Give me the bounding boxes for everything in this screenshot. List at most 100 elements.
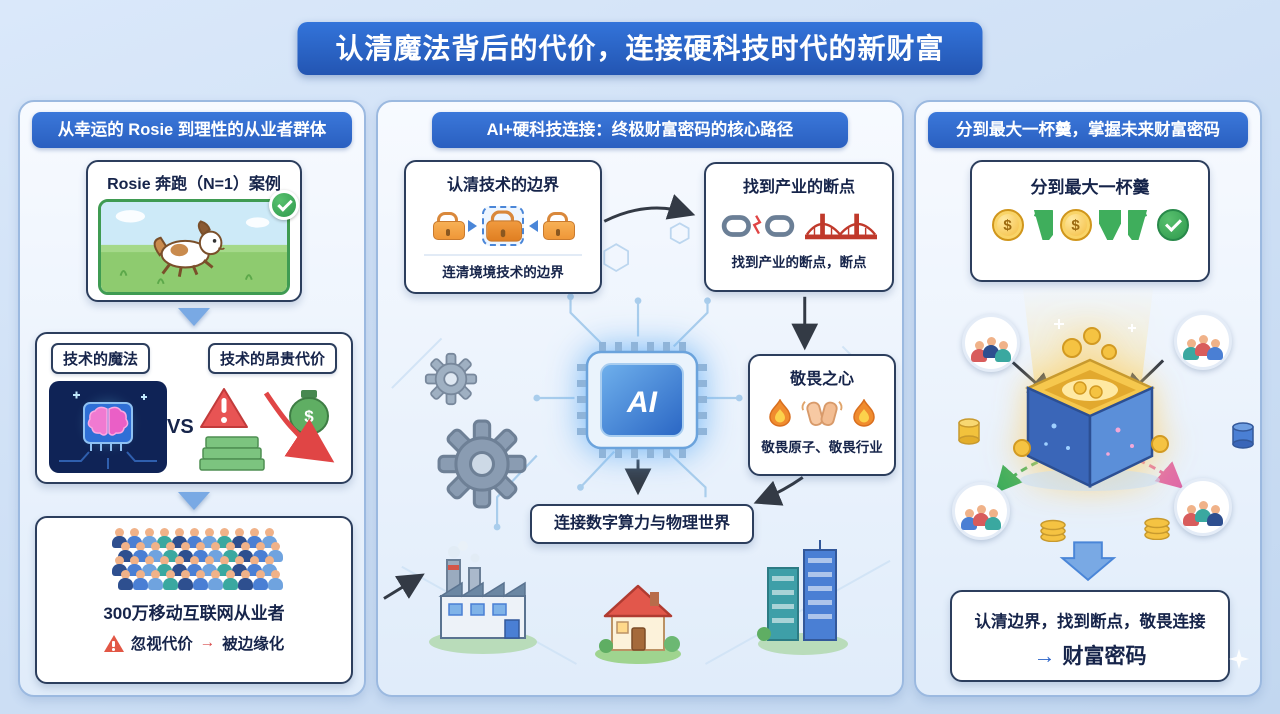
warning-icon — [103, 634, 124, 652]
coin-stack-icon — [1038, 518, 1068, 542]
green-arrow-icon — [1127, 210, 1150, 240]
house-icon — [592, 572, 684, 664]
vs-card-body: VS $ — [37, 374, 351, 473]
coin-icon: $ — [1059, 209, 1092, 241]
divider — [424, 254, 582, 256]
ai-chip-label: AI — [626, 386, 658, 419]
factory-icon — [427, 538, 539, 656]
down-arrow-icon — [1059, 541, 1117, 582]
crowd-row — [57, 542, 343, 562]
wealth-code-label: 财富密码 — [1062, 645, 1147, 668]
cost-title: 技术的昂贵代价 — [207, 343, 337, 374]
brain-chip-icon — [49, 381, 167, 473]
person-icon — [222, 570, 239, 591]
person-icon — [252, 570, 269, 591]
down-arrow-icon — [178, 492, 210, 510]
cash-stack-icon — [198, 436, 265, 471]
magic-title: 技术的魔法 — [51, 343, 151, 374]
rosie-case-card: Rosie 奔跑（N=1）案例 — [86, 160, 302, 302]
boundary-card-title: 认清技术的边界 — [446, 177, 559, 194]
people-group-icon — [1174, 478, 1232, 536]
awe-card-title: 敬畏之心 — [789, 371, 854, 388]
crowd-illustration — [45, 528, 343, 590]
right-panel: 分到最大一杯羹，掌握未来财富密码 分到最大一杯羹 $ $ — [914, 100, 1262, 697]
person-icon — [985, 509, 1001, 531]
buildings-icon — [756, 538, 850, 656]
arrow-right-icon — [468, 220, 477, 232]
blue-cylinder-icon — [1230, 420, 1256, 450]
left-panel-header: 从幸运的 Rosie 到理性的从业者群体 — [32, 112, 352, 148]
dollar-glyph: $ — [304, 407, 314, 426]
check-icon — [1156, 209, 1189, 241]
arrow-left-icon — [529, 220, 538, 232]
person-icon — [995, 341, 1011, 363]
people-group-icon — [1174, 312, 1232, 370]
coin-icon: $ — [991, 209, 1024, 241]
summary-line1: 认清边界，找到断点，敬畏连接 — [974, 613, 1206, 631]
share-icons: $ $ — [978, 209, 1202, 241]
check-icon — [269, 190, 299, 220]
arrow-right-icon: → — [1033, 643, 1056, 668]
lock-icon — [543, 212, 575, 240]
tech-boundary-card: 认清技术的边界 连清境境技术的边界 — [404, 160, 602, 294]
breakpoint-icons — [711, 206, 887, 246]
dollar-glyph: $ — [1003, 216, 1012, 234]
people-group-icon — [952, 482, 1010, 540]
person-icon — [192, 570, 209, 591]
dog-icon — [98, 199, 290, 295]
crowd-row — [57, 570, 343, 590]
breakpoint-card-caption: 找到产业的断点，断点 — [731, 255, 867, 270]
trend-down-arrow-icon — [263, 391, 335, 463]
summary-line2: → 财富密码 — [952, 640, 1228, 670]
industry-breakpoint-card: 找到产业的断点 — [704, 162, 894, 292]
middle-panel: AI+硬科技连接：终极财富密码的核心路径 认清技术的边界 连清境境技术的边界 找… — [376, 100, 904, 697]
cost-illustration: $ — [194, 381, 344, 473]
person-icon — [162, 570, 179, 591]
down-arrow-icon — [178, 308, 210, 326]
person-icon — [117, 570, 134, 591]
person-icon — [207, 570, 224, 591]
gold-cylinder-icon — [956, 416, 982, 446]
broken-chain-icon — [721, 210, 795, 242]
person-icon — [1207, 505, 1223, 527]
awe-icons — [754, 396, 890, 430]
warning-line: 忽视代价 → 被边缘化 — [45, 632, 343, 654]
gear-icon — [424, 352, 478, 406]
summary-card: 认清边界，找到断点，敬畏连接 → 财富密码 — [950, 590, 1230, 682]
ai-chip-icon: AI — [577, 342, 707, 458]
practitioner-count: 300万移动互联网从业者 — [103, 604, 285, 623]
gear-icon — [436, 418, 528, 510]
biggest-share-card: 分到最大一杯羹 $ $ — [970, 160, 1210, 282]
clapping-hands-icon — [799, 396, 845, 430]
boundary-card-caption: 连清境境技术的边界 — [442, 265, 564, 280]
treasure-chest-icon — [988, 298, 1192, 498]
lock-icon — [433, 212, 465, 240]
bridge-icon — [805, 208, 877, 244]
person-icon — [132, 570, 149, 591]
warning-text: 忽视代价 — [130, 636, 193, 653]
vs-card-titles: 技术的魔法 技术的昂贵代价 — [37, 334, 351, 374]
sparkle-icon — [1228, 648, 1250, 670]
person-icon — [267, 570, 284, 591]
person-icon — [177, 570, 194, 591]
locks-row — [412, 203, 594, 249]
crowd-row — [45, 556, 343, 576]
money-bag-icon — [300, 390, 317, 398]
left-panel: 从幸运的 Rosie 到理性的从业者群体 Rosie 奔跑（N=1）案例 — [18, 100, 366, 697]
practitioners-card: 300万移动互联网从业者 忽视代价 → 被边缘化 — [35, 516, 353, 684]
crowd-row — [45, 528, 343, 548]
coin-stack-icon — [1142, 516, 1172, 540]
right-panel-header: 分到最大一杯羹，掌握未来财富密码 — [928, 112, 1248, 148]
flame-icon — [853, 399, 875, 427]
share-card-title: 分到最大一杯羹 — [1030, 178, 1150, 197]
person-icon — [237, 570, 254, 591]
person-icon — [147, 570, 164, 591]
green-arrow-icon — [1098, 210, 1121, 240]
awe-card-caption: 敬畏原子、敬畏行业 — [761, 440, 883, 455]
breakpoint-card-title: 找到产业的断点 — [742, 179, 855, 196]
magic-vs-cost-card: 技术的魔法 技术的昂贵代价 — [35, 332, 353, 484]
rosie-card-title: Rosie 奔跑（N=1）案例 — [107, 176, 281, 193]
people-group-icon — [962, 314, 1020, 372]
middle-panel-header: AI+硬科技连接：终极财富密码的核心路径 — [432, 112, 848, 148]
dog-running-illustration — [98, 190, 299, 295]
